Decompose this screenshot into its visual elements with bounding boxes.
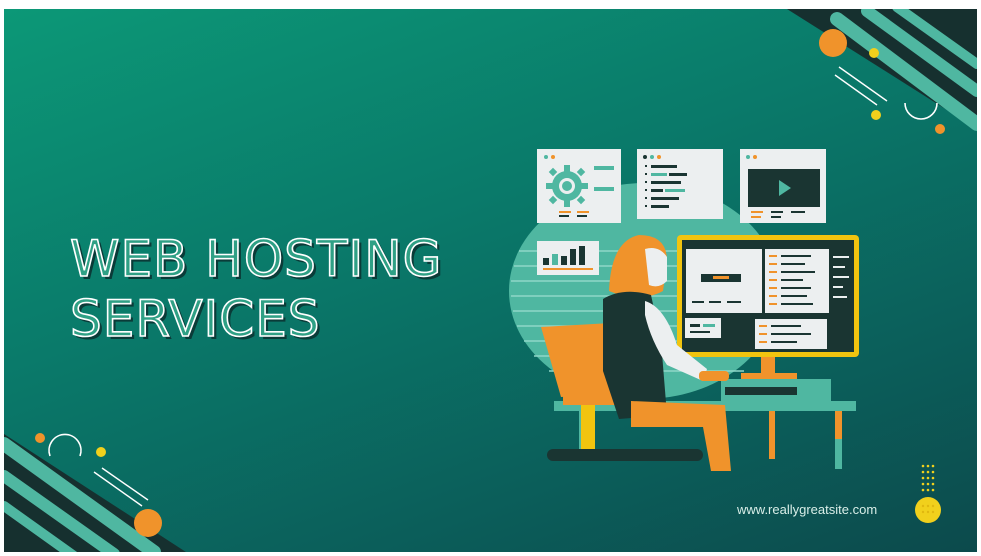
bar-chart-icon: [537, 241, 599, 275]
web-hosting-banner: WEB HOSTING SERVICES: [4, 9, 977, 552]
bottom-left-decoration: [4, 433, 186, 552]
website-url: www.reallygreatsite.com: [737, 502, 878, 517]
developer-illustration: [509, 149, 859, 471]
video-window: [740, 149, 826, 223]
title-line-2: SERVICES: [69, 289, 321, 349]
settings-window: [537, 149, 621, 223]
banner-title: WEB HOSTING SERVICES: [69, 229, 443, 349]
title-line-1: WEB HOSTING: [69, 229, 443, 289]
top-right-decoration: [787, 9, 977, 134]
monitor: [677, 235, 859, 379]
person: [603, 235, 731, 471]
code-window: [637, 149, 723, 219]
gear-icon: [546, 165, 588, 207]
code-icon: [645, 165, 687, 208]
dots-decoration: [915, 464, 941, 523]
play-icon: [779, 180, 791, 196]
